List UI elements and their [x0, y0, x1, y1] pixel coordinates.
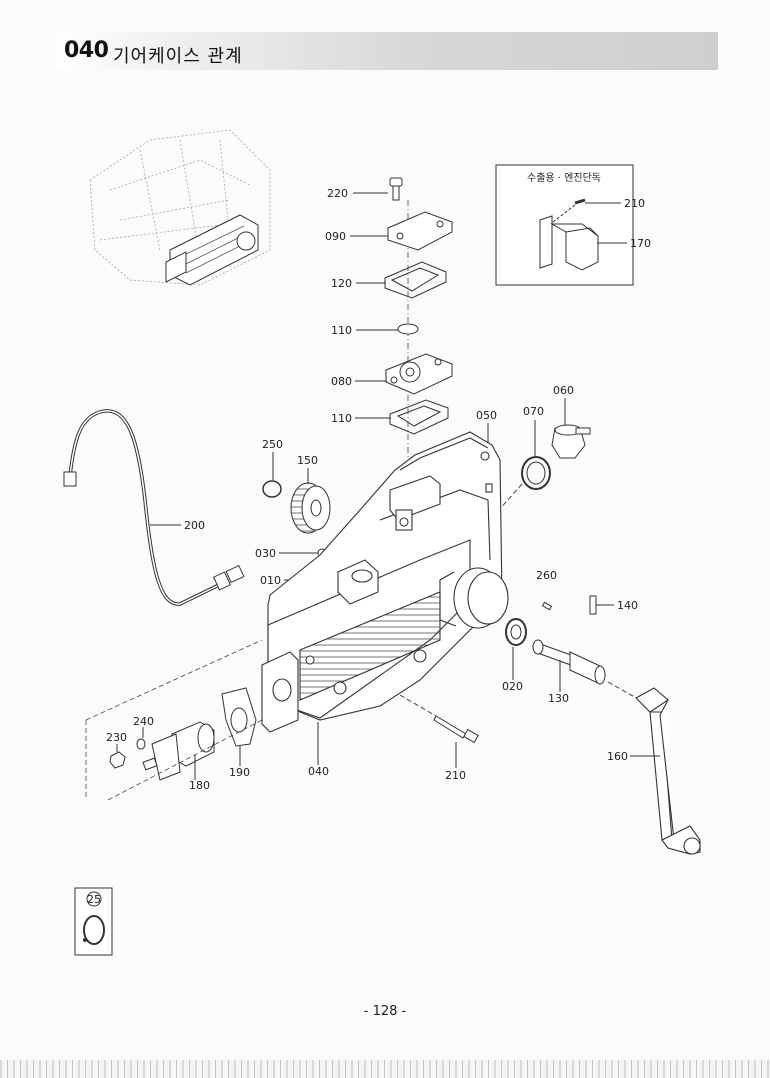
callout-210: 210	[445, 769, 466, 782]
callout-190: 190	[229, 766, 250, 779]
part-200-fuel-pipe	[68, 409, 226, 606]
part-090-cover-plate	[387, 211, 453, 251]
part-130-crank-shaft	[532, 639, 606, 685]
callout-120: 120	[331, 277, 352, 290]
part-150-gear	[290, 482, 331, 534]
part-080-pump-plate	[385, 353, 453, 395]
part-070-o-ring	[521, 456, 551, 490]
legend-badge-25: 25	[87, 893, 101, 906]
section-header-bar	[56, 32, 718, 70]
callout-010: 010	[260, 574, 281, 587]
callout-050: 050	[476, 409, 497, 422]
part-210-bolt	[433, 715, 479, 744]
callout-130: 130	[548, 692, 569, 705]
inset-label-210: 210	[624, 197, 645, 210]
inset-caption: 수출용 · 엔진단독	[527, 172, 601, 184]
callout-040: 040	[308, 765, 329, 778]
part-040-gear-case	[261, 431, 509, 733]
callout-180: 180	[189, 779, 210, 792]
callout-060: 060	[553, 384, 574, 397]
callout-220: 220	[327, 187, 348, 200]
part-140-pin	[589, 595, 597, 615]
callout-200: 200	[184, 519, 205, 532]
legend-snapring-box: 25	[74, 887, 113, 956]
part-110-washer	[397, 323, 419, 335]
callout-070: 070	[523, 405, 544, 418]
pipe-fitting-bottom	[212, 564, 245, 591]
callout-160: 160	[607, 750, 628, 763]
pipe-fitting-top	[63, 471, 77, 487]
section-number: 040	[64, 38, 109, 63]
part-250-snap-ring	[262, 480, 282, 498]
callout-250: 250	[262, 438, 283, 451]
callout-020: 020	[502, 680, 523, 693]
part-240-washer	[136, 738, 146, 750]
scan-edge-strip	[0, 1060, 770, 1078]
callout-080: 080	[331, 375, 352, 388]
engine-thumbnail-gearcase	[165, 214, 259, 286]
part-160-crank-handle	[635, 687, 701, 855]
callout-110-lower: 110	[331, 412, 352, 425]
inset-label-170: 170	[630, 237, 651, 250]
part-220-bolt	[389, 177, 403, 201]
section-title: 기어케이스 관계	[113, 46, 243, 67]
callout-090: 090	[325, 230, 346, 243]
part-060-oil-cap	[551, 424, 591, 459]
callout-260: 260	[536, 569, 557, 582]
part-190-gasket	[221, 687, 257, 747]
callout-140: 140	[617, 599, 638, 612]
callout-240: 240	[133, 715, 154, 728]
solenoid-group-guide	[85, 639, 263, 801]
part-260-key	[541, 601, 553, 611]
part-230-nut	[109, 751, 126, 769]
callout-230: 230	[106, 731, 127, 744]
callout-030: 030	[255, 547, 276, 560]
part-110-lower-gasket	[389, 399, 449, 435]
page-number: - 128 -	[363, 1004, 407, 1019]
engine-overview-thumbnail	[89, 129, 271, 286]
callout-110-upper: 110	[331, 324, 352, 337]
part-020-oil-seal	[505, 618, 527, 646]
part-180-stop-solenoid	[142, 721, 215, 781]
export-engine-inset: 수출용 · 엔진단독 210 170	[495, 164, 651, 286]
callout-150: 150	[297, 454, 318, 467]
part-120-gasket	[384, 261, 447, 299]
